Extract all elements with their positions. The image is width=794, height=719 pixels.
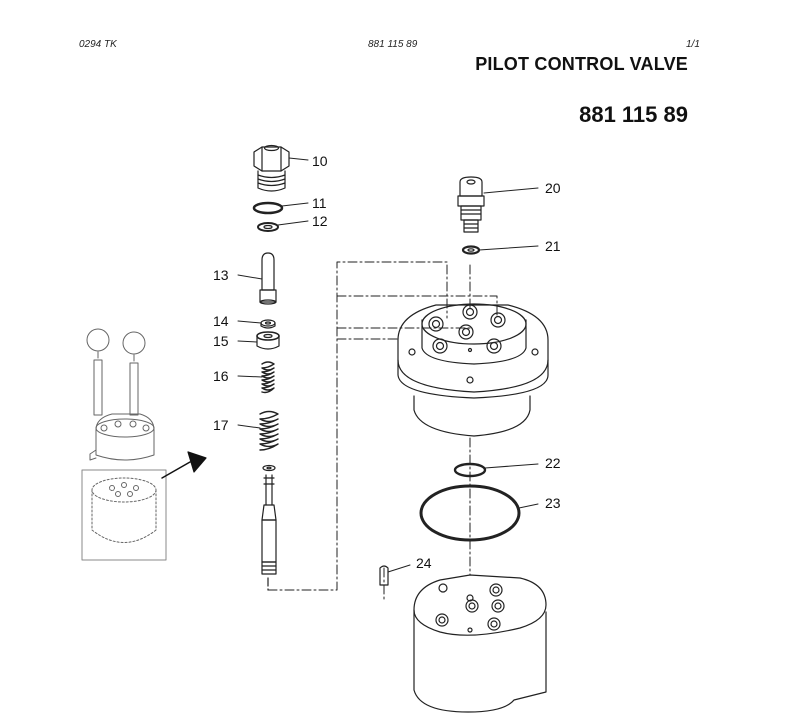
overview-arrow-icon <box>161 461 191 479</box>
part-14-washer <box>260 319 276 329</box>
part-12-washer <box>257 222 279 232</box>
part-number: 881 115 89 <box>579 102 688 127</box>
callout-13: 13 <box>213 267 229 283</box>
callout-23: 23 <box>545 495 561 511</box>
overview-arrowhead-icon <box>187 451 207 473</box>
header-center-number: 881 115 89 <box>368 39 418 50</box>
callout-24: 24 <box>416 555 432 571</box>
part-10-fitting <box>253 144 290 192</box>
header-left-code: 0294 TK <box>79 39 117 50</box>
callout-22: 22 <box>545 455 561 471</box>
part-11-o-ring <box>252 201 284 215</box>
part-17-spring <box>259 410 279 451</box>
part-13-plunger <box>259 252 277 305</box>
part-21-seal <box>461 245 481 255</box>
upper-housing <box>397 303 549 437</box>
spring-seat-washer <box>262 464 276 472</box>
callout-17: 17 <box>213 417 229 433</box>
callout-11: 11 <box>312 195 327 211</box>
part-24-pin <box>379 565 389 586</box>
callout-15: 15 <box>213 333 229 349</box>
callout-10: 10 <box>312 153 328 169</box>
part-15-collar <box>256 331 280 350</box>
callout-16: 16 <box>213 368 229 384</box>
callout-12: 12 <box>312 213 328 229</box>
lower-housing <box>413 574 547 713</box>
overview-thumbnail <box>81 328 167 561</box>
part-23-o-ring <box>419 484 521 542</box>
assembly-guide-lines <box>267 261 498 601</box>
callout-21: 21 <box>545 238 561 254</box>
callout-14: 14 <box>213 313 229 329</box>
drawing-title: PILOT CONTROL VALVE <box>475 54 688 74</box>
callout-leaders <box>237 157 539 573</box>
header-page-number: 1/1 <box>686 39 700 50</box>
callout-labels: 10 11 12 13 14 15 16 17 20 21 22 23 24 <box>213 153 561 571</box>
part-22-o-ring <box>453 462 487 478</box>
callout-20: 20 <box>545 180 561 196</box>
part-20-cartridge <box>457 176 485 233</box>
part-16-spring <box>261 361 275 394</box>
push-rod <box>261 474 277 575</box>
